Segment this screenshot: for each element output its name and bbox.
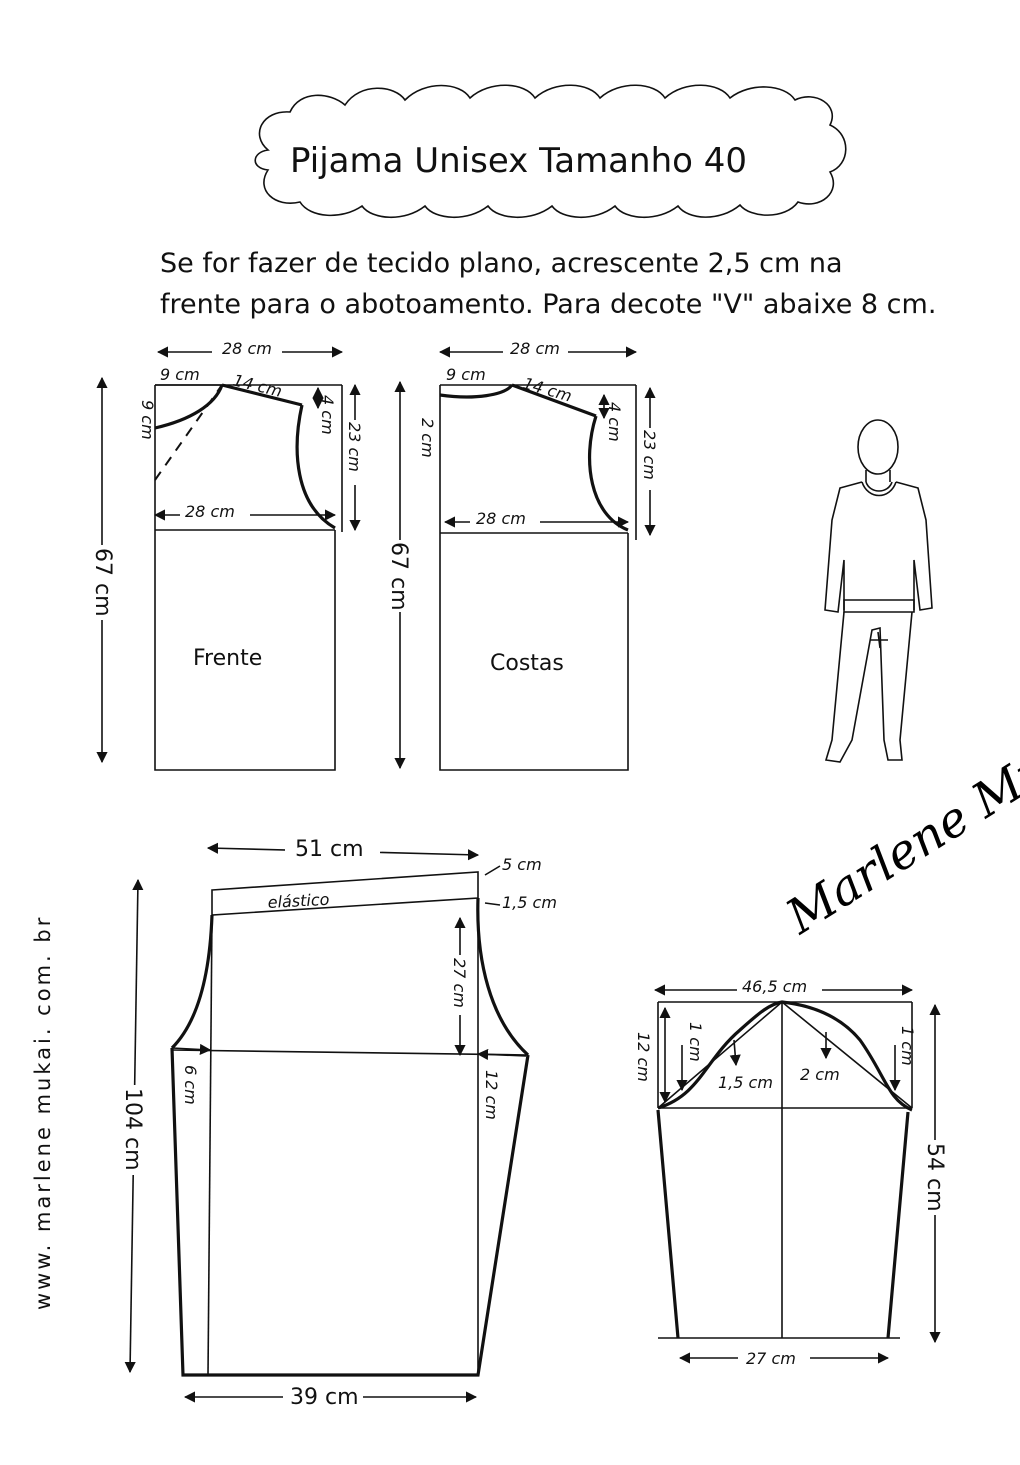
sleeve-length: 54 cm <box>922 1143 947 1212</box>
back-armhole: 23 cm <box>640 430 659 480</box>
sleeve-cuff: 27 cm <box>746 1349 796 1368</box>
pants-length: 104 cm <box>120 1088 145 1171</box>
back-shoulder: 14 cm <box>521 374 574 406</box>
waistband-label: elástico <box>267 890 330 912</box>
pants-hem: 39 cm <box>290 1385 359 1410</box>
pants-band-gap: 1,5 cm <box>502 893 557 912</box>
signature: Marlene Mukai <box>776 700 1020 945</box>
pants-rise: 27 cm <box>450 958 469 1008</box>
back-width-top: 28 cm <box>510 339 560 358</box>
front-shoulder: 14 cm <box>231 370 284 400</box>
website-url: www. marlene mukai. com. br <box>31 915 55 1310</box>
note-line-2: frente para o abotoamento. Para decote "… <box>160 289 936 320</box>
front-shoulder-drop: 4 cm <box>318 395 337 435</box>
svg-text:Marlene Mukai: Marlene Mukai <box>776 700 1020 945</box>
front-length: 67 cm <box>90 548 115 617</box>
pants-back-crotch: 12 cm <box>482 1070 501 1120</box>
pants-waistband: 5 cm <box>502 855 542 874</box>
title-cloud <box>254 84 847 218</box>
sleeve-curve-right: 1 cm <box>898 1026 917 1066</box>
sleeve-cap-height: 12 cm <box>634 1032 653 1082</box>
back-label: Costas <box>490 651 564 676</box>
front-bodice-pattern: 28 cm 28 cm 9 cm 14 cm 9 cm 4 cm 23 cm 6… <box>88 338 364 771</box>
pants-pattern: 51 cm elástico 5 cm 1,5 cm 6 cm 12 cm 27… <box>118 835 557 1410</box>
front-neck-depth: 9 cm <box>138 400 157 440</box>
title: Pijama Unisex Tamanho 40 <box>290 141 747 181</box>
pajama-figure-sketch <box>824 419 933 763</box>
pants-waist: 51 cm <box>295 837 364 862</box>
front-width-top: 28 cm <box>222 339 272 358</box>
note-line-1: Se for fazer de tecido plano, acrescente… <box>160 248 843 279</box>
back-length: 67 cm <box>386 542 411 611</box>
pants-front-crotch: 6 cm <box>181 1065 200 1105</box>
back-bodice-pattern: 28 cm 28 cm 9 cm 14 cm 2 cm 4 cm 23 cm 6… <box>386 338 659 771</box>
sleeve-curve-left-mid: 1,5 cm <box>718 1073 773 1092</box>
sleeve-curve-left-top: 1 cm <box>686 1022 705 1062</box>
front-chest: 28 cm <box>185 502 235 521</box>
sleeve-curve-center: 2 cm <box>800 1065 840 1084</box>
front-label: Frente <box>193 646 262 671</box>
sleeve-pattern: 46,5 cm 12 cm 1 cm 1,5 cm 2 cm 1 cm 54 c… <box>634 977 948 1369</box>
back-neck-depth: 2 cm <box>418 418 437 458</box>
back-shoulder-drop: 4 cm <box>605 402 624 442</box>
front-armhole: 23 cm <box>345 422 364 472</box>
front-neck-width: 9 cm <box>160 365 200 384</box>
back-neck-width: 9 cm <box>446 365 486 384</box>
sleeve-width: 46,5 cm <box>742 977 807 996</box>
back-chest: 28 cm <box>476 509 526 528</box>
